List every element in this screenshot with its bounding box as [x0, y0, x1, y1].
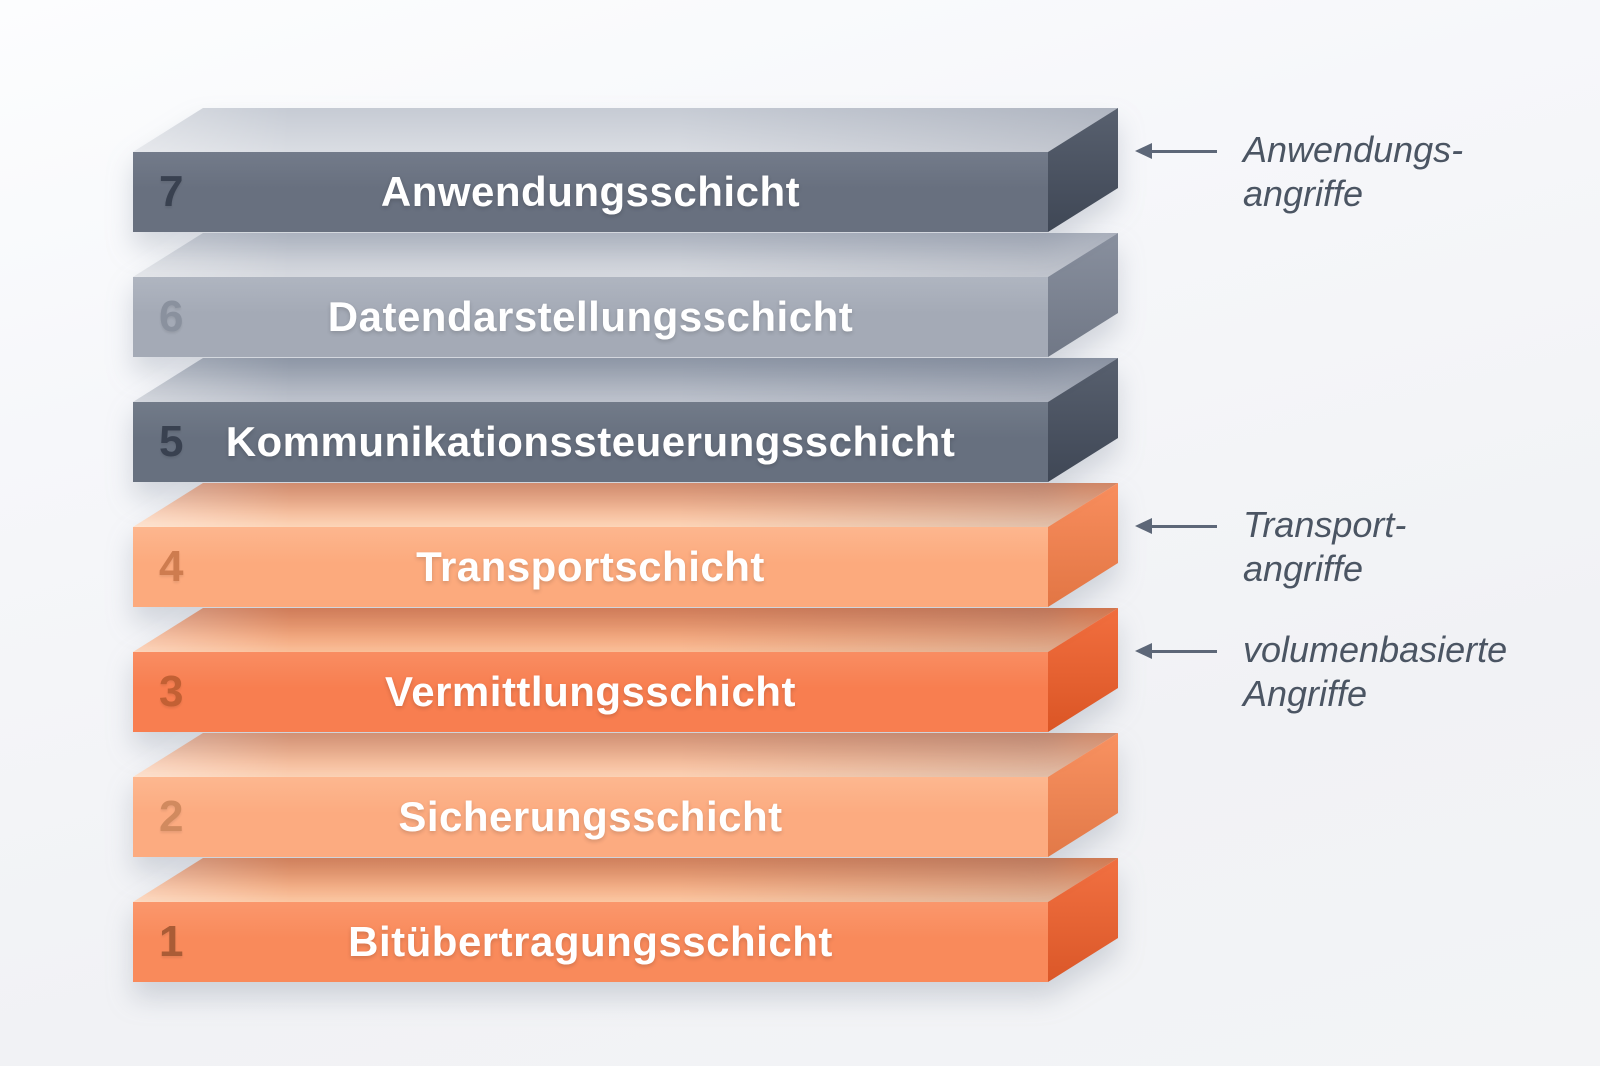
layer-front-face: 5 Kommunikationssteuerungsschicht — [133, 402, 1048, 482]
layer-front-face: 6 Datendarstellungsschicht — [133, 277, 1048, 357]
layer-top-face — [133, 858, 1118, 902]
layer-top-face — [133, 608, 1118, 652]
layer-top-face — [133, 108, 1118, 152]
layer-label: Sicherungsschicht — [398, 793, 783, 840]
layer-number: 6 — [159, 292, 184, 341]
annotation-line: Transport- — [1243, 504, 1407, 545]
layer-front-face: 1 Bitübertragungsschicht — [133, 902, 1048, 982]
layer-label: Anwendungsschicht — [380, 168, 801, 215]
arrow-left-icon — [1135, 643, 1217, 659]
layer-block-6: 6 Datendarstellungsschicht — [133, 233, 1118, 357]
layer-block-7: 7 Anwendungsschicht — [133, 108, 1118, 232]
annotation-line: angriffe — [1243, 173, 1364, 214]
arrow-left-icon — [1135, 518, 1217, 534]
annotation-line: angriffe — [1243, 548, 1364, 589]
layer-top-face — [133, 483, 1118, 527]
layer-label: Datendarstellungsschicht — [327, 293, 854, 340]
annotation-text: Anwendungs-angriffe — [1243, 128, 1600, 216]
layer-block-3: 3 Vermittlungsschicht — [133, 608, 1118, 732]
layer-number: 2 — [159, 792, 184, 841]
annotation-line: Angriffe — [1243, 673, 1368, 714]
annotation-text: Transport-angriffe — [1243, 503, 1600, 591]
layer-top-face — [133, 733, 1118, 777]
layer-label: Kommunikationssteuerungsschicht — [225, 418, 956, 465]
layer-block-5: 5 Kommunikationssteuerungsschicht — [133, 358, 1118, 482]
arrow-left-icon — [1135, 143, 1217, 159]
layer-top-face — [133, 233, 1118, 277]
layer-block-4: 4 Transportschicht — [133, 483, 1118, 607]
layer-number: 3 — [159, 667, 184, 716]
layer-label: Vermittlungsschicht — [385, 668, 796, 715]
layer-label: Bitübertragungsschicht — [348, 918, 833, 965]
annotation-line: volumenbasierte — [1243, 629, 1508, 670]
layer-front-face: 2 Sicherungsschicht — [133, 777, 1048, 857]
layer-front-face: 4 Transportschicht — [133, 527, 1048, 607]
annotation-line: Anwendungs- — [1243, 129, 1464, 170]
layer-top-face — [133, 358, 1118, 402]
layer-number: 7 — [159, 167, 184, 216]
layer-label: Transportschicht — [416, 543, 765, 590]
layer-front-face: 3 Vermittlungsschicht — [133, 652, 1048, 732]
layer-number: 1 — [159, 917, 184, 966]
layer-block-1: 1 Bitübertragungsschicht — [133, 858, 1118, 982]
layer-block-2: 2 Sicherungsschicht — [133, 733, 1118, 857]
layer-front-face: 7 Anwendungsschicht — [133, 152, 1048, 232]
layer-number: 4 — [159, 542, 184, 591]
layer-number: 5 — [159, 417, 184, 466]
